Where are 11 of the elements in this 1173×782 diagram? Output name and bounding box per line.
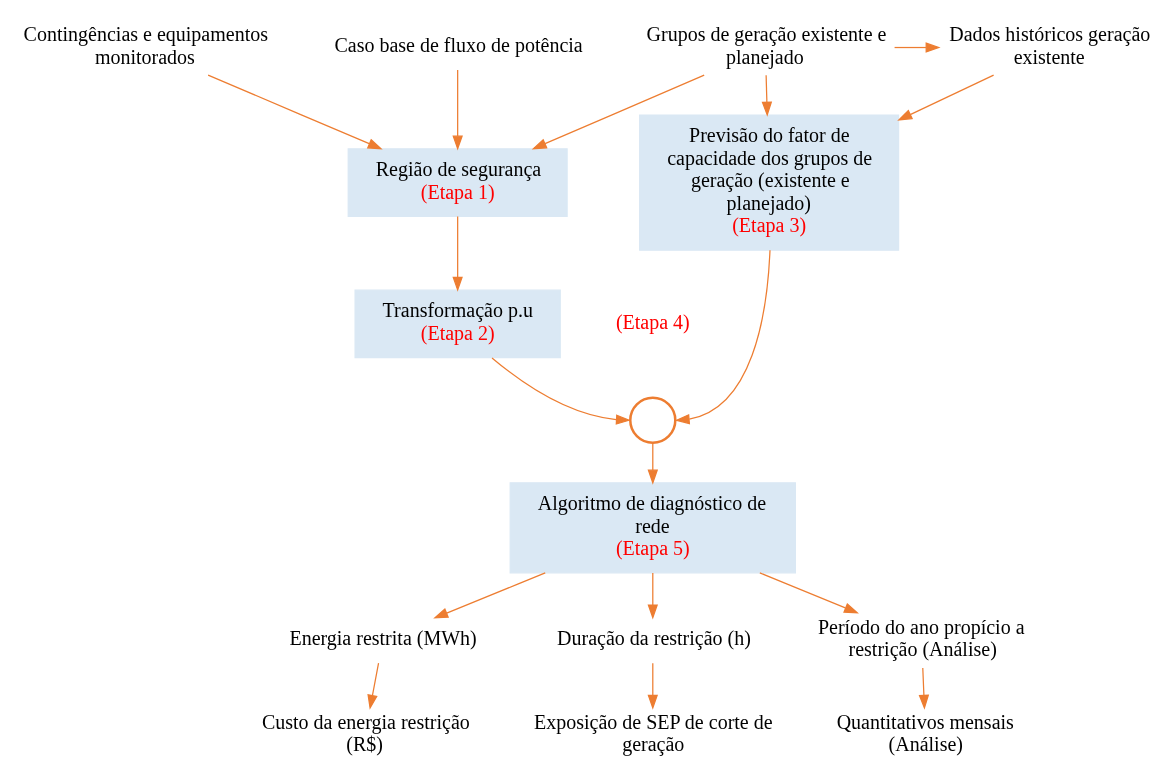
node-text: Período do ano propício a restrição (Análise) xyxy=(817,615,1025,660)
node-text: Dados históricos geração existente xyxy=(949,22,1151,68)
node-text: Quantitativos mensais (Análise) xyxy=(836,710,1014,755)
node-text: Exposição de SEP de corte de geração xyxy=(533,710,773,755)
node-text: Energia restrita (MWh) xyxy=(289,626,477,649)
node-text: Caso base de fluxo de potência xyxy=(334,33,583,56)
node-label: (Etapa 4) xyxy=(615,310,690,333)
node-text: Contingências e equipamentos monitorados xyxy=(23,22,269,68)
node-text: Custo da energia restrição (R$) xyxy=(261,710,470,755)
node-text: Grupos de geração existente e planejado xyxy=(646,22,887,68)
node-text: Duração da restrição (h) xyxy=(557,626,751,649)
